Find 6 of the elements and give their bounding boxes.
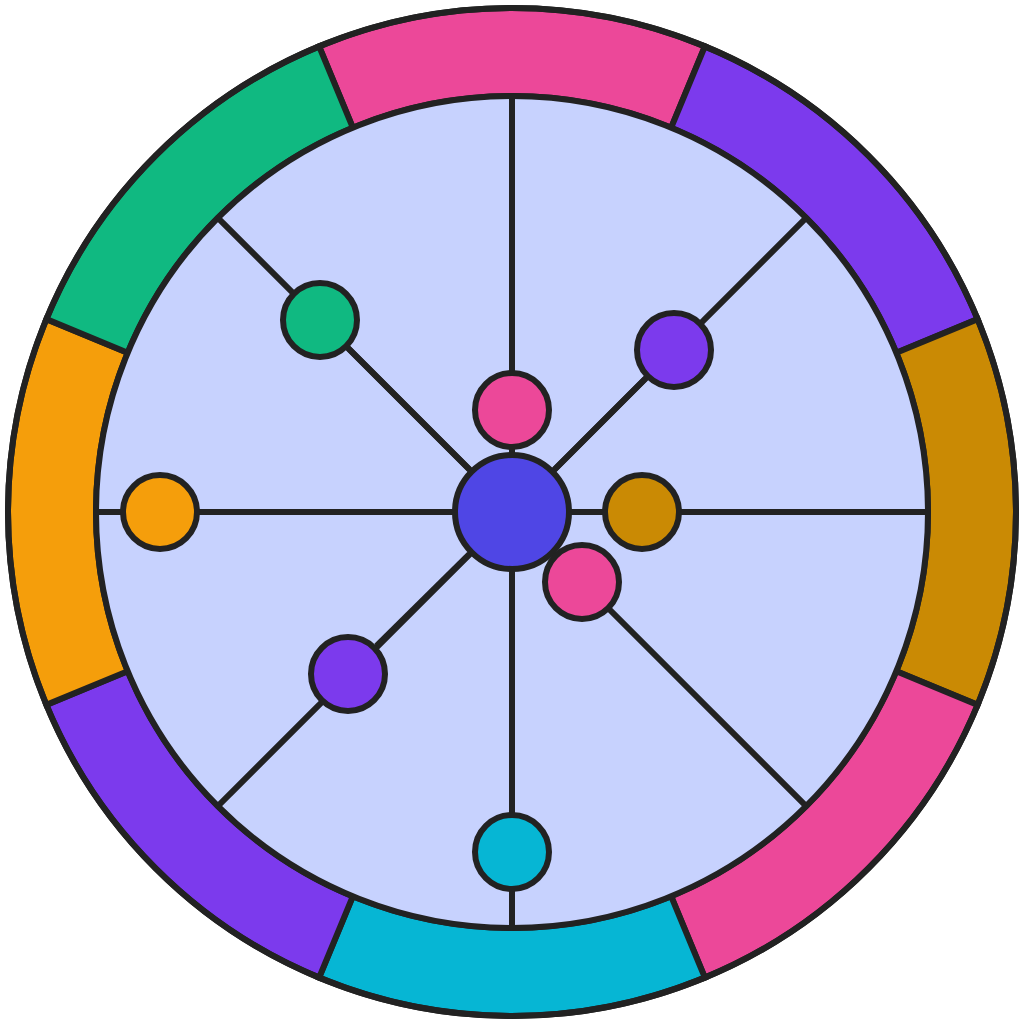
connector-line: [200, 509, 452, 515]
connector-line: [552, 376, 648, 472]
connector-line: [346, 346, 472, 472]
connector-line: [374, 552, 472, 649]
connector-line: [572, 509, 602, 515]
connector-line: [509, 572, 515, 812]
